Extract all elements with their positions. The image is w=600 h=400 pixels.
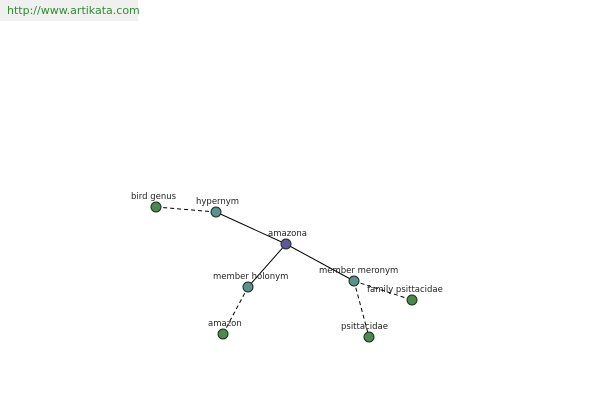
node-label-amazona[interactable]: amazona [268,229,307,239]
nodes-layer: amazona hypernym bird genus member holonym a… [131,192,443,343]
edge-amazona-hypernym [215,211,287,245]
edge-amazona-member-meronym [285,243,355,282]
node-member-holonym[interactable]: member holonym [213,272,288,293]
node-circle-hypernym[interactable] [210,206,222,218]
node-amazon[interactable]: amazon [208,319,242,340]
edge-member-holonym-amazon [222,286,249,335]
node-member-meronym[interactable]: member meronym [319,266,398,287]
node-label-bird-genus[interactable]: bird genus [131,192,177,202]
node-label-amazon[interactable]: amazon [208,319,242,329]
node-label-hypernym[interactable]: hypernym [196,197,239,207]
node-circle-member-holonym[interactable] [242,281,254,293]
edge-hypernym-bird-genus [155,206,217,213]
node-label-family-psittacidae[interactable]: family psittacidae [367,285,443,295]
node-family-psittacidae[interactable]: family psittacidae [367,285,443,306]
node-circle-family-psittacidae[interactable] [406,294,418,306]
node-bird-genus[interactable]: bird genus [131,192,177,213]
node-circle-member-meronym[interactable] [348,275,360,287]
edge-member-meronym-family-psittacidae [353,280,413,301]
node-circle-amazona[interactable] [280,238,292,250]
edge-amazona-member-holonym [247,243,287,288]
node-circle-bird-genus[interactable] [150,201,162,213]
node-hypernym[interactable]: hypernym [196,197,239,218]
node-amazona[interactable]: amazona [268,229,307,250]
node-psittacidae[interactable]: psittacidae [341,322,388,343]
source-url-banner[interactable]: http://www.artikata.com [0,0,140,21]
edges-layer [155,206,413,338]
node-label-member-holonym[interactable]: member holonym [213,272,288,282]
node-circle-psittacidae[interactable] [363,331,375,343]
node-label-psittacidae[interactable]: psittacidae [341,322,388,332]
node-circle-amazon[interactable] [217,328,229,340]
edge-member-meronym-psittacidae [353,280,370,338]
node-label-member-meronym[interactable]: member meronym [319,266,398,276]
